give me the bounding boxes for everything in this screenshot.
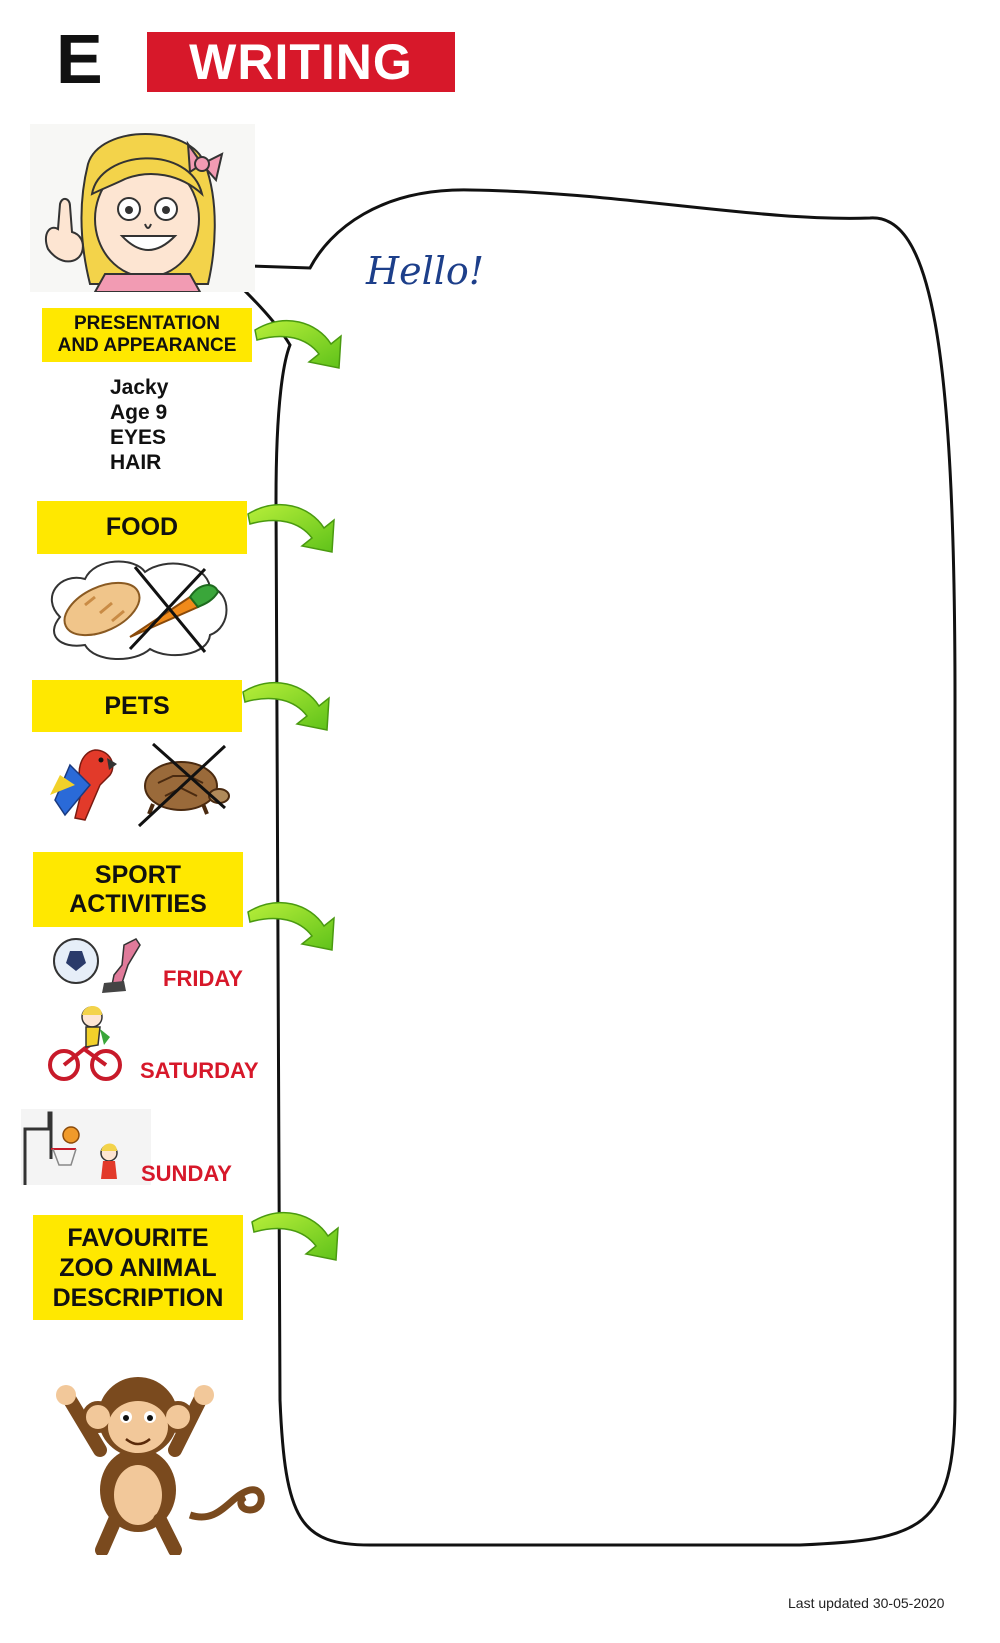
label-sport: SPORT ACTIVITIES — [33, 852, 243, 927]
girl-pointing-icon — [30, 124, 255, 292]
page-title: WRITING — [147, 32, 455, 92]
detail-age: Age 9 — [110, 401, 168, 424]
label-sport-line1: SPORT — [94, 860, 182, 889]
food-cloud-image — [50, 560, 228, 660]
label-presentation: PRESENTATION AND APPEARANCE — [42, 308, 252, 362]
label-zoo-line3: DESCRIPTION — [52, 1283, 224, 1312]
day-saturday: SATURDAY — [140, 1058, 259, 1083]
basketball-hoop-icon — [21, 1109, 151, 1185]
label-pets: PETS — [32, 680, 242, 732]
label-zoo-line1: FAVOURITE — [67, 1223, 209, 1252]
bread-icon — [63, 581, 141, 637]
monkey-icon — [56, 1377, 265, 1555]
label-presentation-line1: PRESENTATION — [73, 313, 220, 334]
label-zoo-line2: ZOO ANIMAL — [59, 1253, 217, 1282]
crossed-tortoise-icon — [137, 742, 230, 828]
label-sport-line2: ACTIVITIES — [69, 889, 207, 918]
label-food: FOOD — [37, 501, 247, 554]
greeting-text: Hello! — [366, 249, 485, 293]
crossed-carrot-icon — [128, 566, 220, 653]
section-letter: E — [56, 20, 103, 98]
girl-bike-icon — [48, 1006, 122, 1081]
day-friday: FRIDAY — [163, 966, 243, 991]
label-presentation-line2: AND APPEARANCE — [57, 335, 237, 356]
last-updated-text: Last updated 30-05-2020 — [788, 1595, 945, 1611]
detail-hair: HAIR — [110, 451, 162, 474]
football-icon — [53, 938, 141, 993]
label-zoo-animal: FAVOURITE ZOO ANIMAL DESCRIPTION — [33, 1215, 243, 1320]
detail-eyes: EYES — [110, 426, 167, 449]
parrot-icon — [50, 749, 117, 821]
presentation-details: Jacky Age 9 EYES HAIR — [110, 375, 168, 475]
day-sunday: SUNDAY — [141, 1161, 232, 1186]
detail-name: Jacky — [110, 376, 169, 399]
